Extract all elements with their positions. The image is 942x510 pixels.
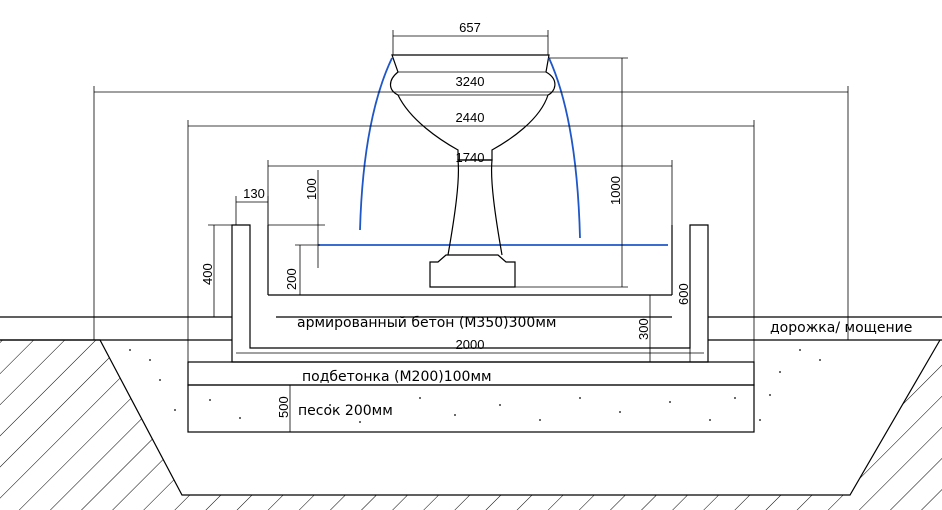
label-concrete: армированный бетон (М350)300мм xyxy=(297,315,556,331)
label-subconcrete: подбетонка (М200)100мм xyxy=(302,369,492,385)
fountain-bowl xyxy=(389,54,556,161)
bowl-rim xyxy=(398,71,548,96)
dim-300-label: 300 xyxy=(636,318,651,340)
dim-657-label: 657 xyxy=(459,20,481,35)
dim-2440-label: 2440 xyxy=(456,110,485,125)
pedestal-base xyxy=(429,254,516,288)
soil-hatch xyxy=(0,340,942,510)
label-paving: дорожка/ мощение xyxy=(770,320,912,336)
dim-1740-label: 1740 xyxy=(456,150,485,165)
water-jet-left xyxy=(359,57,393,231)
dim-600-label: 600 xyxy=(676,283,691,305)
pedestal-column xyxy=(447,159,503,256)
dim-200-label: 200 xyxy=(284,268,299,290)
water-jet-right xyxy=(548,57,581,239)
dim-100-label: 100 xyxy=(304,178,319,200)
dim-130-label: 130 xyxy=(243,186,265,201)
sand-dots xyxy=(129,349,821,423)
dim-500-label: 500 xyxy=(276,396,291,418)
sand-layer xyxy=(187,384,755,433)
basin-wall xyxy=(231,224,709,363)
label-sand: песок 200мм xyxy=(298,403,393,419)
dim-2000-label: 2000 xyxy=(456,337,485,352)
dim-400-label: 400 xyxy=(200,263,215,285)
dim-3240-label: 3240 xyxy=(456,74,485,89)
dim-1000-label: 1000 xyxy=(608,176,623,205)
